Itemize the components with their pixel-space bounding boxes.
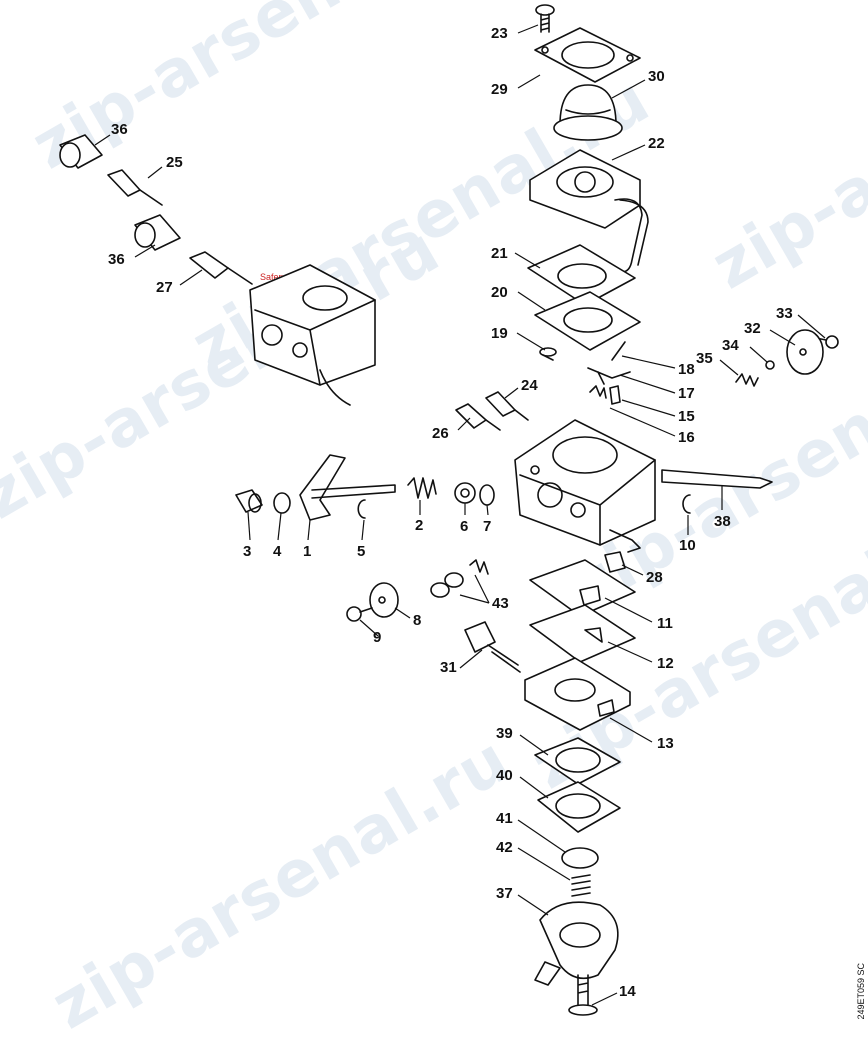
part-label: 37: [496, 885, 513, 902]
adjust-screw-24: [485, 391, 529, 421]
part-label: 24: [521, 377, 538, 394]
gasket-39: [534, 737, 621, 785]
pin-18: [611, 341, 626, 361]
part-label: 43: [492, 595, 509, 612]
leader-lines: [94, 24, 826, 1006]
adjust-screw-27: [189, 251, 253, 285]
part-label: 32: [744, 320, 761, 337]
cover-37: [534, 901, 619, 986]
part-label: 18: [678, 361, 695, 378]
part-label: 20: [491, 284, 508, 301]
part-label: 21: [491, 245, 508, 262]
part-label: 16: [678, 429, 695, 446]
part-labels: 23 29 30 22 36 25 36 27 21 20 19 33 32 3…: [108, 25, 793, 1000]
washer-6: [454, 482, 476, 504]
lever-17: [587, 367, 631, 385]
part-label: 36: [111, 121, 128, 138]
part-label: 2: [415, 517, 423, 534]
part-label: 13: [657, 735, 674, 752]
adjust-screw-25: [107, 169, 163, 206]
screen-28: [604, 551, 626, 573]
part-label: 3: [243, 543, 251, 560]
part-label: 14: [619, 983, 636, 1000]
needle-15: [609, 385, 621, 405]
part-label: 28: [646, 569, 663, 586]
clip-10: [682, 494, 691, 514]
part-label: 4: [273, 543, 282, 560]
part-label: 9: [373, 629, 381, 646]
part-label: 22: [648, 135, 665, 152]
clip-5: [357, 499, 366, 519]
diaphragm-11: [529, 559, 636, 617]
disc-41: [561, 847, 599, 869]
ring-7: [479, 484, 495, 506]
ball-34: [765, 360, 775, 370]
cover-plate-29: [534, 27, 641, 83]
spring-35: [735, 373, 759, 387]
part-label: 8: [413, 612, 421, 629]
nut-3: [235, 489, 263, 513]
screw-9: [346, 606, 373, 622]
part-label: 5: [357, 543, 365, 560]
adjust-screw-26: [455, 403, 501, 431]
part-label: 33: [776, 305, 793, 322]
part-label: 11: [657, 615, 673, 632]
part-label: 29: [491, 81, 508, 98]
spring-2: [407, 477, 437, 499]
diaphragm-40: [537, 781, 621, 833]
plugs-43: [430, 559, 489, 598]
spring-42: [571, 874, 591, 897]
spring-16: [589, 385, 607, 399]
part-label: 25: [166, 154, 183, 171]
part-label: 40: [496, 767, 513, 784]
part-label: 31: [440, 659, 457, 676]
part-label: 30: [648, 68, 665, 85]
primer-bulb-30: [553, 84, 623, 141]
part-label: 42: [496, 839, 513, 856]
part-label: 27: [156, 279, 173, 296]
pump-housing-22: [529, 149, 649, 273]
screw-33: [815, 335, 839, 349]
part-label: 35: [696, 350, 713, 367]
carburetor-body: [514, 419, 656, 553]
part-label: 26: [432, 425, 449, 442]
part-label: 17: [678, 385, 695, 402]
part-label: 15: [678, 408, 695, 425]
part-label: 34: [722, 337, 739, 354]
diaphragm-21: [527, 244, 636, 306]
screw-23: [535, 4, 555, 33]
screw-31: [464, 621, 521, 673]
washer-4: [273, 492, 291, 514]
drawing-code: 249ET059 SC: [856, 963, 866, 1020]
part-label: 36: [108, 251, 125, 268]
part-label: 12: [657, 655, 674, 672]
screw-14: [568, 974, 598, 1016]
part-label: 39: [496, 725, 513, 742]
part-label: 41: [496, 810, 513, 827]
plate-8: [369, 582, 399, 618]
screw-19: [539, 347, 557, 361]
part-label: 23: [491, 25, 508, 42]
shaft-38: [661, 469, 773, 489]
part-label: 7: [483, 518, 491, 535]
part-label: 38: [714, 513, 731, 530]
part-label: 6: [460, 518, 468, 535]
disc-32: [786, 329, 824, 375]
part-label: 10: [679, 537, 696, 554]
pump-cover-13: [524, 657, 631, 731]
part-label: 1: [303, 543, 311, 560]
gasket-12: [529, 604, 636, 663]
carburetor-small: [249, 264, 376, 406]
gasket-20: [534, 291, 641, 351]
cap-36-top: [59, 134, 103, 169]
part-label: 19: [491, 325, 508, 342]
cap-36-lower: [134, 214, 181, 251]
lever-1: [299, 454, 396, 521]
